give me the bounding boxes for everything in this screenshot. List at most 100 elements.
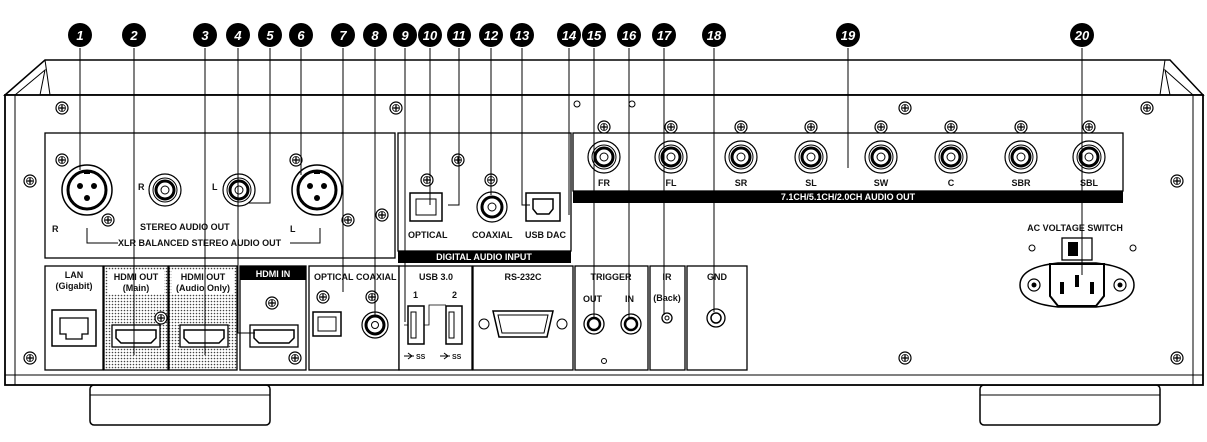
callout-9: 9 [393, 23, 417, 47]
rca-output-left[interactable] [221, 172, 257, 208]
gnd-label: GND [707, 272, 728, 282]
callout-16: 16 [617, 23, 641, 47]
multichannel-out-label: 7.1CH/5.1CH/2.0CH AUDIO OUT [781, 192, 916, 202]
callout-13: 13 [510, 23, 534, 47]
gnd-terminal[interactable] [706, 308, 726, 328]
digital-audio-input-label: DIGITAL AUDIO INPUT [436, 252, 532, 262]
callout-number: 15 [587, 28, 602, 43]
callout-15: 15 [582, 23, 606, 47]
ac-voltage-switch-label: AC VOLTAGE SWITCH [1027, 223, 1123, 233]
rca-output-c[interactable] [933, 139, 969, 175]
channel-label: C [948, 178, 955, 188]
coaxial-input-label: COAXIAL [472, 230, 513, 240]
ir-label: IR [663, 272, 673, 282]
callout-number: 1 [76, 28, 83, 43]
xlr-l-label: L [290, 224, 296, 234]
optical-out-port[interactable] [312, 311, 342, 337]
trigger-label: TRIGGER [590, 272, 632, 282]
lan-port[interactable] [51, 309, 97, 347]
ir-sub-label: (Back) [653, 293, 681, 303]
stereo-audio-out-label: STEREO AUDIO OUT [140, 222, 230, 232]
callout-5: 5 [258, 23, 282, 47]
foot-right [979, 384, 1161, 426]
chassis-top [3, 59, 1205, 96]
hdmi-in-port[interactable] [249, 324, 299, 348]
callout-number: 3 [201, 28, 209, 43]
callout-2: 2 [122, 23, 146, 47]
rs232-label: RS-232C [504, 272, 542, 282]
ac-power-inlet[interactable] [1019, 262, 1135, 308]
callout-number: 20 [1074, 28, 1090, 43]
usb30-label: USB 3.0 [419, 272, 453, 282]
xlr-output-left[interactable] [291, 164, 343, 216]
callout-4: 4 [226, 23, 250, 47]
callout-1: 1 [68, 23, 92, 47]
hdmi-out-main-sub-label: (Main) [123, 283, 150, 293]
usb1-label: 1 [413, 290, 418, 300]
callout-12: 12 [479, 23, 503, 47]
xlr-output-right[interactable] [61, 164, 113, 216]
usb1-ss-label: SS [416, 354, 426, 361]
callout-number: 9 [401, 28, 409, 43]
channel-label: SBL [1080, 178, 1099, 188]
callout-number: 12 [484, 28, 499, 43]
digital-input-banner [398, 251, 571, 263]
callout-number: 17 [657, 28, 672, 43]
rca-output-right[interactable] [147, 172, 183, 208]
foot-left [89, 384, 271, 426]
channel-label: SBR [1011, 178, 1031, 188]
callout-number: 2 [129, 28, 138, 43]
optical-input-label: OPTICAL [408, 230, 448, 240]
rs232-port[interactable] [478, 310, 568, 338]
ir-jack[interactable] [661, 312, 673, 324]
callout-number: 5 [266, 28, 274, 43]
xlr-r-label: R [52, 224, 59, 234]
optical-out-label: OPTICAL [314, 272, 354, 282]
callout-number: 6 [297, 28, 305, 43]
ir-panel [649, 265, 686, 371]
rca-output-sbl[interactable] [1071, 139, 1107, 175]
callout-number: 4 [233, 28, 242, 43]
rca-output-fr[interactable] [586, 139, 622, 175]
callout-17: 17 [652, 23, 676, 47]
callout-8: 8 [363, 23, 387, 47]
callout-number: 7 [339, 28, 347, 43]
usb-dac-label: USB DAC [525, 230, 567, 240]
ac-voltage-switch[interactable] [1061, 237, 1093, 261]
callout-number: 16 [622, 28, 637, 43]
lan-label: LAN [65, 270, 84, 280]
rca-output-fl[interactable] [653, 139, 689, 175]
callout-11: 11 [447, 23, 471, 47]
hdmi-out-audio-port[interactable] [179, 324, 229, 348]
usb2-ss-label: SS [452, 354, 462, 361]
callout-3: 3 [193, 23, 217, 47]
rca-output-sbr[interactable] [1003, 139, 1039, 175]
lan-sub-label: (Gigabit) [56, 281, 93, 291]
rca-output-sl[interactable] [793, 139, 829, 175]
callout-number: 14 [562, 28, 577, 43]
rca-output-sw[interactable] [863, 139, 899, 175]
callout-6: 6 [289, 23, 313, 47]
multichannel-banner [573, 191, 1123, 203]
hdmi-out-main-port[interactable] [111, 324, 161, 348]
callout-number: 18 [707, 28, 722, 43]
callout-7: 7 [331, 23, 355, 47]
rca-output-sr[interactable] [723, 139, 759, 175]
channel-label: FR [598, 178, 610, 188]
callout-19: 19 [836, 23, 860, 47]
hdmi-in-banner [240, 266, 306, 280]
coaxial-out-port[interactable] [361, 311, 389, 339]
trigger-in-jack[interactable] [620, 313, 642, 335]
channel-label: SW [874, 178, 889, 188]
callout-number: 8 [371, 28, 379, 43]
hdmi-out-audio-sub-label: (Audio Only) [176, 283, 230, 293]
trigger-out-jack[interactable] [583, 313, 605, 335]
callout-18: 18 [702, 23, 726, 47]
channel-label: SR [735, 178, 748, 188]
coaxial-out-label: COAXIAL [356, 272, 397, 282]
usb-dac-port[interactable] [525, 192, 561, 222]
hdmi-out-audio-label: HDMI OUT [181, 272, 226, 282]
callout-number: 10 [423, 28, 438, 43]
coaxial-input-port[interactable] [476, 191, 508, 223]
